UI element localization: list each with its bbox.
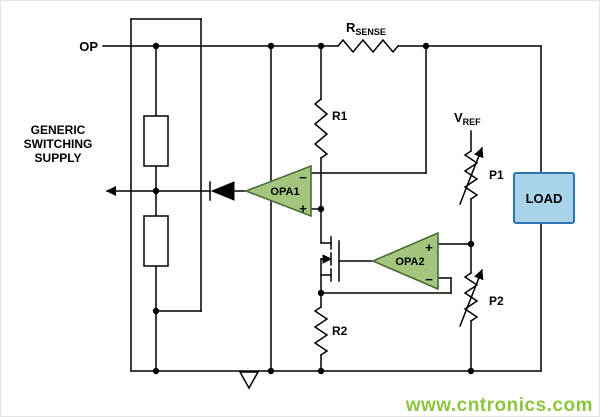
potentiometer-p2 [459, 269, 484, 327]
vref-label: VREF [454, 110, 481, 127]
r2-label: R2 [332, 324, 348, 338]
svg-text:SUPPLY: SUPPLY [35, 151, 82, 165]
opa1-inverting-input-sign: − [299, 170, 307, 185]
wires [102, 18, 542, 372]
p2-wiper-arrow [459, 269, 484, 327]
mosfet [322, 236, 340, 282]
rsense-label: RSENSE [346, 20, 386, 37]
opa1-noninverting-input-sign: + [299, 201, 307, 216]
watermark: www.cntronics.com [405, 395, 593, 416]
p2-label: P2 [489, 294, 504, 308]
resistor-r1 [313, 97, 329, 160]
resistor-r2 [313, 305, 329, 357]
svg-text:GENERIC: GENERIC [31, 123, 86, 137]
diode [209, 181, 235, 201]
svg-text:SWITCHING: SWITCHING [24, 137, 93, 151]
p1-label: P1 [489, 168, 504, 182]
opamp-opa2: OPA2 + − [370, 231, 439, 291]
potentiometer-p1 [459, 147, 484, 205]
opa2-inverting-input-sign: − [425, 272, 433, 287]
mosfet-bulk-arrow [322, 254, 333, 264]
opa1-label: OPA1 [270, 186, 299, 198]
opamp-opa1: OPA1 − + [243, 164, 312, 218]
junction-dots [152, 42, 475, 375]
op-label: OP [79, 39, 98, 54]
ground-symbol [238, 371, 260, 390]
load-label: LOAD [526, 191, 563, 206]
divider-resistor-top [143, 115, 169, 167]
generic-switching-supply-label: GENERIC SWITCHING SUPPLY [24, 123, 93, 165]
opa2-label: OPA2 [395, 256, 424, 268]
divider-resistor-bottom [143, 215, 169, 267]
resistor-rsense [336, 38, 400, 54]
load-box: LOAD [513, 172, 575, 224]
p1-wiper-arrow [459, 147, 484, 205]
r1-label: R1 [332, 109, 348, 123]
opa2-noninverting-input-sign: + [425, 240, 433, 255]
